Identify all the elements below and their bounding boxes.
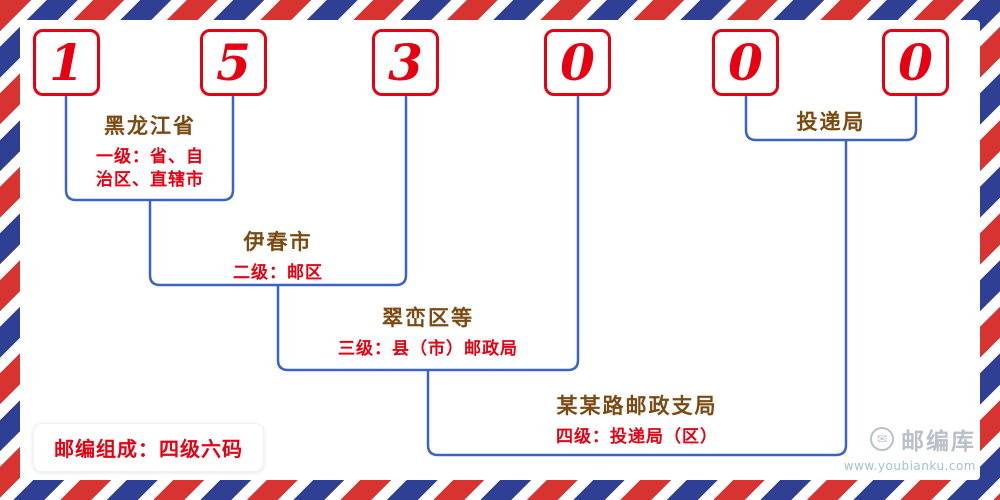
postal-digit-3: 3 (372, 29, 439, 96)
connector-level4 (426, 140, 848, 457)
watermark-brand-row: ✉ 邮编库 (844, 422, 976, 456)
composition-note: 邮编组成：四级六码 (33, 423, 264, 472)
level2-title: 伊春市 (243, 230, 313, 254)
postal-digit-5: 0 (712, 29, 779, 96)
level3-title: 翠峦区等 (382, 306, 474, 330)
postal-digit-6: 0 (882, 29, 949, 96)
watermark: ✉ 邮编库 www.youbianku.com (844, 422, 976, 473)
level1-group: 黑龙江省 一级：省、自 治区、直辖市 (96, 110, 204, 192)
delivery-bureau-group: 投递局 (797, 106, 866, 136)
envelope-inner (20, 20, 980, 480)
mail-icon: ✉ (870, 427, 894, 451)
level2-desc: 二级：邮区 (233, 263, 323, 283)
level2-group: 伊春市 二级：邮区 (233, 226, 323, 285)
level4-title: 某某路邮政支局 (556, 394, 718, 418)
level3-desc: 三级：县（市）邮政局 (338, 339, 518, 359)
level3-group: 翠峦区等 三级：县（市）邮政局 (338, 302, 518, 361)
level1-desc-line1: 一级：省、自 (96, 147, 204, 167)
postal-digit-4: 0 (544, 29, 611, 96)
level4-group: 某某路邮政支局 四级：投递局（区） (556, 390, 718, 449)
connector-delivery (744, 96, 918, 142)
delivery-bureau-title: 投递局 (796, 110, 866, 134)
watermark-brand: 邮编库 (901, 429, 976, 455)
postal-digit-2: 5 (200, 29, 267, 96)
watermark-url: www.youbianku.com (843, 459, 976, 473)
level1-desc-line2: 治区、直辖市 (96, 170, 204, 190)
level1-title: 黑龙江省 (104, 114, 196, 138)
level4-desc: 四级：投递局（区） (556, 427, 718, 447)
postal-digit-1: 1 (33, 29, 100, 96)
